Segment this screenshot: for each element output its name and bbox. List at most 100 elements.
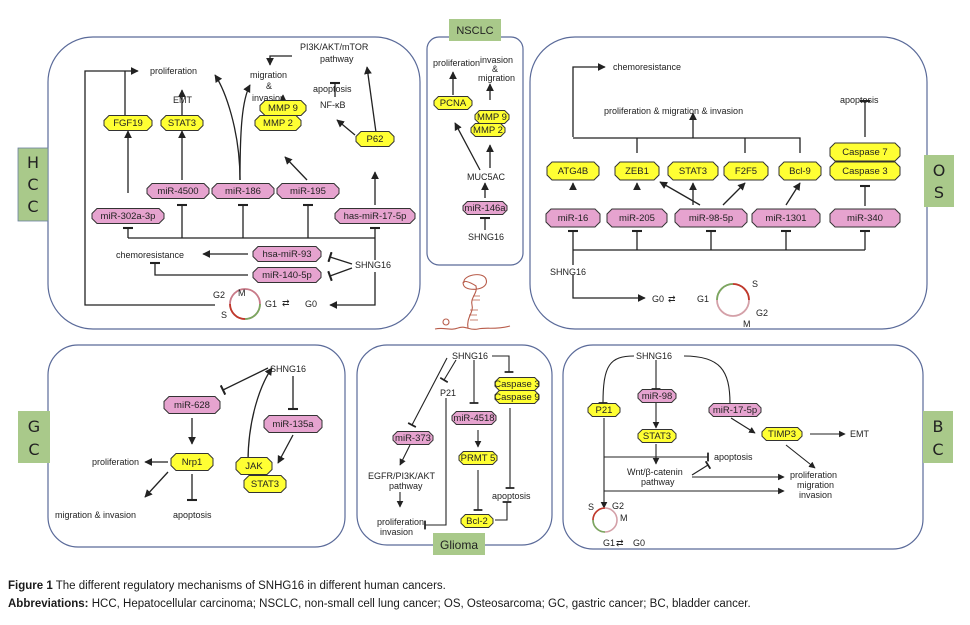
protein-node-casp9: Caspase 9 [494,390,540,404]
node-label: MMP 9 [477,112,507,123]
svg-text:C: C [932,440,943,459]
node-label: miR-373 [395,433,431,444]
svg-text:M: M [238,288,246,298]
node-label: F2F5 [735,166,757,177]
node-label: miR-98-5p [689,213,733,224]
node-label: miR-195 [290,186,326,197]
node-label: STAT3 [168,118,196,129]
svg-text:pathway: pathway [320,54,354,64]
mirna-node-mir140: miR-140-5p [252,267,322,283]
node-label: P62 [367,134,384,145]
os-shng16-label: SHNG16 [550,267,586,277]
nsclc-shng16-label: SHNG16 [468,232,504,242]
svg-text:G2: G2 [756,308,768,318]
mirna-node-mir98: miR-98-5p [674,208,748,228]
nsclc-panel: NSCLC proliferation invasion & migration… [426,19,524,266]
mirna-node-mir340: miR-340 [829,208,901,228]
svg-text:invasion: invasion [799,490,832,500]
svg-text:G1: G1 [697,294,709,304]
glioma-apoptosis-label: apoptosis [492,491,531,501]
svg-text:G: G [28,417,40,436]
node-label: Nrp1 [182,457,203,468]
protein-node-stat3: STAT3 [637,429,677,443]
mirna-node-mir93: hsa-miR-93 [252,246,322,262]
hcc-pi3k-label: PI3K/AKT/mTOR [300,42,369,52]
bc-tag: B C [923,411,953,463]
glioma-shng16-label: SHNG16 [452,351,488,361]
hcc-migration-label: migration [250,70,287,80]
protein-node-mmp2: MMP 2 [254,115,302,131]
protein-node-timp3: TIMP3 [761,427,803,441]
svg-text:pathway: pathway [389,481,423,491]
os-panel: O S [529,36,954,330]
protein-node-mmp2: MMP 2 [470,123,506,137]
hcc-cell-cycle: G2 M S G1 ⇄ G0 [213,288,317,320]
os-apoptosis-label: apoptosis [840,95,879,105]
nsclc-muc5ac-label: MUC5AC [467,172,506,182]
os-tag: O S [924,155,954,207]
svg-text:pathway: pathway [641,477,675,487]
node-label: JAK [245,461,263,472]
node-label: miR-186 [225,186,261,197]
node-label: miR-628 [174,400,210,411]
node-label: Caspase 3 [842,166,887,177]
node-label: Bcl-2 [466,516,488,527]
mirna-node-mir135: miR-135a [263,415,323,433]
node-label: has-miR-17-5p [344,211,407,222]
gc-tag: G C [18,411,50,463]
os-cell-cycle: G0 ⇄ G1 S G2 M [652,279,768,329]
node-label: MMP 2 [263,118,293,129]
svg-text:Wnt/β-catenin: Wnt/β-catenin [627,467,683,477]
svg-text:NSCLC: NSCLC [456,25,493,37]
protein-node-casp3: Caspase 3 [829,161,901,181]
svg-text:C: C [28,440,39,459]
mirna-node-mir17: has-miR-17-5p [334,208,416,224]
glioma-panel-border [356,344,553,546]
os-pmi-label: proliferation & migration & invasion [604,106,743,116]
svg-text:invasion: invasion [480,55,513,65]
protein-node-jak: JAK [235,457,273,475]
nsclc-panel-border [426,36,524,266]
abbreviations: Abbreviations: HCC, Hepatocellular carci… [8,598,751,610]
figure-caption: Figure 1 The different regulatory mechan… [8,580,446,592]
protein-node-bcl9: Bcl-9 [778,161,822,181]
gc-migration-label: migration & invasion [55,510,136,520]
protein-node-atg4b: ATG4B [546,161,600,181]
protein-node-prmt5: PRMT 5 [458,451,498,465]
node-label: Caspase 3 [494,379,539,390]
node-label: MMP 9 [268,103,298,114]
bc-shng16-label: SHNG16 [636,351,672,361]
protein-node-f2f5: F2F5 [723,161,769,181]
mirna-node-mir205: miR-205 [606,208,668,228]
svg-text:&: & [266,81,272,91]
mirna-node-mir628: miR-628 [163,396,221,414]
svg-text:invasion: invasion [380,527,413,537]
mirna-node-mir98: miR-98 [637,389,677,403]
glioma-tag: Glioma [433,533,485,555]
node-label: ZEB1 [625,166,649,177]
svg-text:G1: G1 [603,538,615,548]
bc-apoptosis-label: apoptosis [714,452,753,462]
hcc-proliferation-label: proliferation [150,66,197,76]
protein-node-mmp9: MMP 9 [474,110,510,124]
node-label: MMP 2 [473,125,503,136]
protein-node-p62: P62 [355,131,395,147]
node-label: miR-16 [558,213,589,224]
mirna-node-mir16: miR-16 [545,208,601,228]
glioma-p21-label: P21 [440,388,456,398]
svg-text:G0: G0 [633,538,645,548]
node-label: miR-302a-3p [101,211,156,222]
node-label: STAT3 [643,431,671,442]
node-label: STAT3 [679,166,707,177]
svg-text:B: B [933,417,944,436]
node-label: Caspase 7 [842,147,887,158]
node-label: STAT3 [251,479,279,490]
glioma-panel: Glioma SHNG16 P21 EGFR/PI3K/AKT pathway … [356,344,553,555]
node-label: PRMT 5 [461,453,496,464]
node-label: miR-140-5p [262,270,312,281]
svg-text:G0: G0 [652,294,664,304]
svg-text:migration: migration [478,73,515,83]
svg-text:S: S [934,183,944,202]
protein-node-p21: P21 [587,403,621,417]
protein-node-zeb1: ZEB1 [614,161,660,181]
